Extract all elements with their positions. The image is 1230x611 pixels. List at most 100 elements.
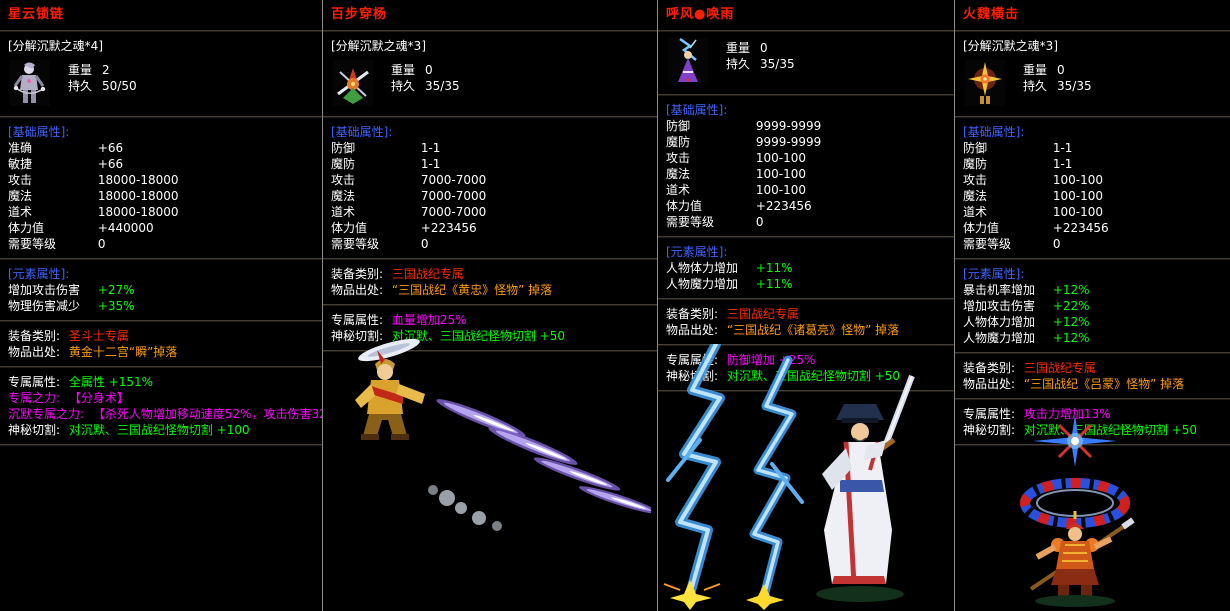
info-row: 物品出处: 黄金十二宫“瞬”掉落 (8, 344, 314, 360)
stat-row: 魔法 100-100 (963, 188, 1222, 204)
stat-row: 魔防 1-1 (331, 156, 649, 172)
info-label: 装备类别: (331, 267, 384, 281)
stat-value: +22% (1052, 299, 1090, 313)
stat-value: 18000-18000 (97, 189, 179, 203)
section-divider (658, 30, 954, 32)
stat-name: 道术 (331, 205, 356, 219)
info-value: 三国战纪专属 (1023, 361, 1096, 375)
durability-label: 持久 (391, 79, 416, 93)
stat-name: 人物体力增加 (666, 261, 739, 275)
weight-value: 0 (1057, 63, 1065, 77)
stat-row: 魔防 1-1 (963, 156, 1222, 172)
nebula-chain-item-icon[interactable] (10, 60, 50, 106)
section-divider (658, 298, 954, 300)
stat-name: 人物体力增加 (963, 315, 1036, 329)
section-divider (323, 116, 657, 118)
section-divider (658, 94, 954, 96)
huangzhong-archer-arrow-volley-sprite (355, 338, 651, 531)
element-attributes-header: [元素属性]: (963, 267, 1025, 281)
stat-value: 0 (97, 237, 106, 251)
nebula-chain-icon-art (10, 60, 50, 106)
stat-name: 防御 (666, 119, 691, 133)
archer-icon-art (333, 60, 373, 106)
info-value: 【分身术】 (68, 391, 129, 405)
stat-row: 人物体力增加 +12% (963, 314, 1222, 330)
stat-name: 体力值 (8, 221, 45, 235)
durability-value: 35/35 (1057, 79, 1092, 93)
stat-value: +12% (1052, 283, 1090, 297)
info-label: 物品出处: (8, 345, 61, 359)
stat-value: +66 (97, 141, 124, 155)
stat-value: 100-100 (1052, 189, 1103, 203)
item-title: 百步穿杨 (331, 7, 388, 22)
stat-name: 人物魔力增加 (963, 331, 1036, 345)
stat-value: 0 (755, 215, 764, 229)
decompose-note: [分解沉默之魂*3] (331, 39, 426, 53)
stat-name: 需要等级 (963, 237, 1012, 251)
stat-value: +27% (97, 283, 135, 297)
stat-name: 防御 (331, 141, 356, 155)
stat-value: 7000-7000 (420, 189, 487, 203)
weight-value: 0 (425, 63, 433, 77)
section-divider (658, 236, 954, 238)
info-label: 神秘切割: (963, 423, 1016, 437)
section-divider (955, 116, 1230, 118)
stat-row: 防御 1-1 (331, 140, 649, 156)
stat-name: 体力值 (666, 199, 703, 213)
weight-label: 重量 (1023, 63, 1048, 77)
halo-ring (1020, 478, 1130, 528)
stat-value: 1-1 (420, 141, 441, 155)
section-divider (0, 366, 322, 368)
stat-value: 0 (420, 237, 429, 251)
info-value: “三国战纪《吕蒙》怪物” 掉落 (1023, 377, 1185, 391)
stat-name: 攻击 (331, 173, 356, 187)
section-divider (323, 304, 657, 306)
stat-value: +12% (1052, 331, 1090, 345)
stat-value: 0 (1052, 237, 1061, 251)
element-attributes-header: [元素属性]: (8, 267, 70, 281)
info-value: 全属性 +151% (68, 375, 154, 389)
fire-halo-item-icon[interactable] (965, 60, 1005, 106)
stat-value: +12% (1052, 315, 1090, 329)
stat-name: 魔防 (331, 157, 356, 171)
archer-item-icon[interactable] (333, 60, 373, 106)
special-row: 专属属性: 血量增加25% (331, 312, 649, 328)
stat-row: 体力值 +223456 (666, 198, 946, 214)
stat-value: 18000-18000 (97, 173, 179, 187)
info-value: 防御增加 +25% (726, 353, 816, 367)
stat-name: 需要等级 (8, 237, 57, 251)
special-row: 专属之力: 【分身术】 (8, 390, 314, 406)
stat-value: 100-100 (755, 167, 806, 181)
stormcaller-item-icon[interactable] (668, 37, 708, 84)
stat-name: 道术 (8, 205, 33, 219)
weight-label: 重量 (726, 41, 751, 55)
stat-row: 攻击 100-100 (666, 150, 946, 166)
stat-row: 需要等级 0 (331, 236, 649, 252)
info-value: 三国战纪专属 (726, 307, 799, 321)
info-label: 专属属性: (331, 313, 384, 327)
stat-value: +223456 (1052, 221, 1109, 235)
stat-name: 攻击 (8, 173, 33, 187)
stat-row: 攻击 100-100 (963, 172, 1222, 188)
stat-name: 需要等级 (666, 215, 715, 229)
info-row: 装备类别: 三国战纪专属 (331, 266, 649, 282)
stat-value: +11% (755, 277, 793, 291)
stat-row: 防御 1-1 (963, 140, 1222, 156)
storm-robe-icon-art (668, 37, 708, 84)
stat-value: 100-100 (755, 183, 806, 197)
info-row: 物品出处: “三国战纪《诸葛亮》怪物” 掉落 (666, 322, 946, 338)
base-attributes-header: [基础属性]: (666, 103, 728, 117)
info-label: 物品出处: (963, 377, 1016, 391)
stat-value: 100-100 (755, 151, 806, 165)
stat-name: 攻击 (666, 151, 691, 165)
stat-value: +223456 (420, 221, 477, 235)
stat-name: 暴击机率增加 (963, 283, 1036, 297)
fire-halo-icon-art (965, 60, 1005, 106)
info-value: 对沉默、三国战纪怪物切割 +50 (726, 369, 901, 383)
